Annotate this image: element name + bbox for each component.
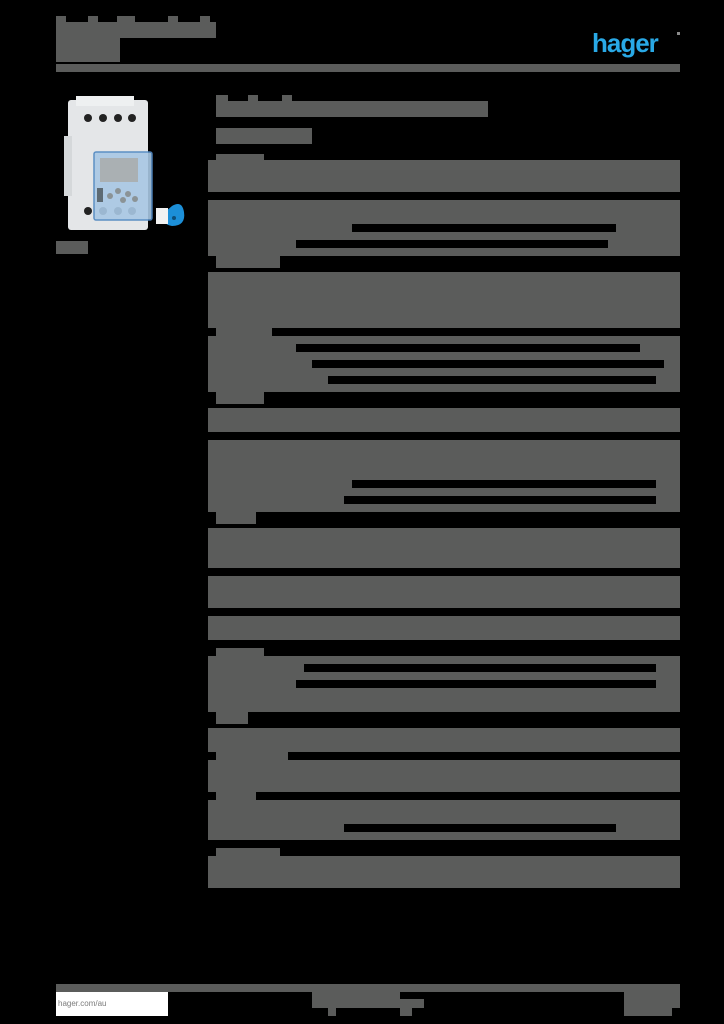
redacted-text-block — [216, 792, 256, 802]
redacted-text-block — [216, 95, 228, 101]
redacted-text-block — [248, 95, 258, 101]
redacted-text-block — [56, 22, 216, 38]
redacted-text-block — [216, 328, 272, 338]
redacted-text-block — [208, 576, 680, 608]
line-gap — [296, 240, 608, 248]
logo-registered-mark — [677, 32, 680, 35]
redacted-text-block — [168, 16, 178, 22]
redacted-text-block — [208, 272, 680, 328]
redacted-text-block — [208, 728, 680, 752]
line-gap — [296, 680, 656, 688]
line-gap — [304, 664, 656, 672]
redacted-text-block — [208, 160, 680, 192]
redacted-text-block — [56, 241, 88, 254]
line-gap — [344, 824, 616, 832]
redacted-text-block — [282, 95, 292, 101]
line-gap — [352, 224, 616, 232]
hager-logo: hager — [592, 28, 659, 58]
redacted-text-block — [56, 984, 680, 992]
line-gap — [344, 496, 656, 504]
redacted-text-block — [216, 512, 256, 524]
redacted-text-block — [216, 848, 280, 858]
line-gap — [312, 360, 664, 368]
redacted-text-block — [208, 856, 680, 888]
redacted-text-block — [216, 392, 264, 404]
line-gap — [352, 480, 656, 488]
redacted-text-block — [216, 128, 312, 144]
redacted-text-block — [208, 408, 680, 432]
redacted-text-block — [208, 800, 680, 840]
redacted-text-block — [200, 16, 210, 22]
footer-website-link[interactable]: hager.com/au — [56, 992, 168, 1016]
redacted-text-block — [216, 752, 288, 762]
redacted-text-block — [117, 16, 135, 22]
line-gap — [328, 376, 656, 384]
redacted-text-block — [216, 648, 264, 658]
redacted-text-block — [88, 16, 98, 22]
redacted-text-block — [400, 999, 424, 1008]
redacted-text-block — [216, 256, 280, 268]
redacted-text-block — [400, 1008, 412, 1016]
line-gap — [272, 192, 680, 200]
redacted-text-block — [216, 712, 248, 724]
redacted-text-block — [208, 616, 680, 640]
redacted-text-block — [328, 1008, 336, 1016]
redacted-text-block — [208, 760, 680, 792]
redacted-text-block — [624, 992, 680, 1008]
line-gap — [296, 344, 640, 352]
redacted-text-block — [56, 64, 680, 72]
redacted-text-block — [208, 528, 680, 568]
redacted-text-block — [624, 1008, 672, 1016]
redacted-text-block — [312, 992, 400, 1008]
redacted-text-block — [56, 16, 66, 22]
product-image — [64, 96, 185, 230]
redacted-text-block — [216, 101, 488, 117]
redacted-text-block — [56, 38, 120, 62]
